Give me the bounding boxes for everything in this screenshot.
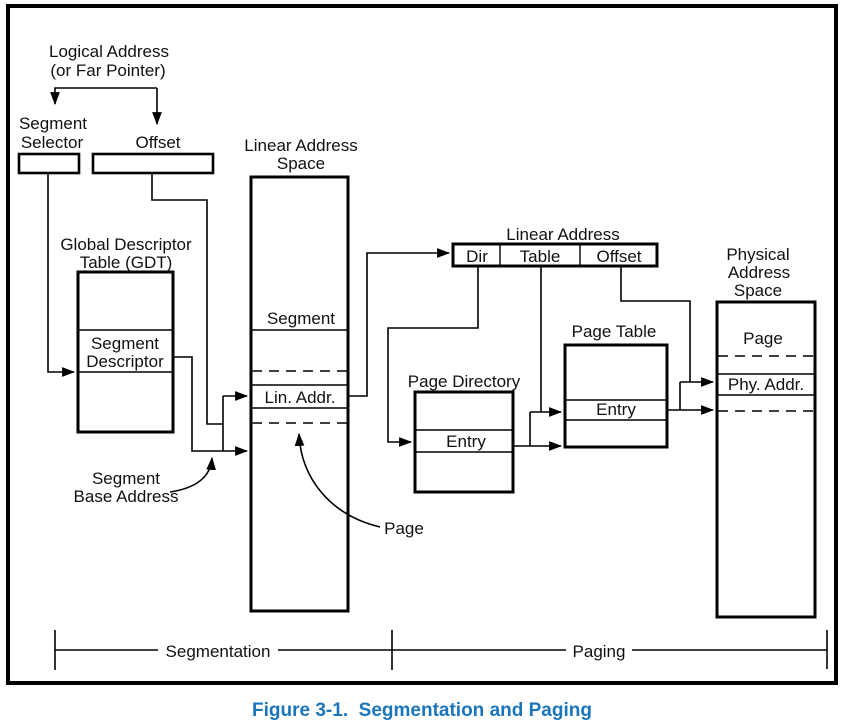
figure-caption: Figure 3-1. Segmentation and Paging xyxy=(252,700,592,721)
page-table-box xyxy=(563,343,669,449)
gdt-box xyxy=(76,270,175,434)
segment-base-address-label-line1: Segment xyxy=(92,469,160,488)
logical-address-label-line2: (or Far Pointer) xyxy=(50,61,165,80)
gdt-title-line2: Table (GDT) xyxy=(80,253,173,272)
segment-selector-box xyxy=(17,152,81,175)
segment-base-address-callout-arrow xyxy=(169,456,217,493)
segment-region-label: Segment xyxy=(267,309,335,328)
linear-address-space-box xyxy=(249,175,350,613)
gdt-title-line1: Global Descriptor xyxy=(60,235,192,254)
paging-brace xyxy=(391,630,828,670)
segment-descriptor-label-line2: Descriptor xyxy=(86,352,164,371)
page-callout-arrow xyxy=(294,432,381,528)
page-directory-box xyxy=(413,390,515,494)
segment-selector-label-line1: Segment xyxy=(19,114,87,133)
page-table-title: Page Table xyxy=(572,322,657,341)
phys-page-label: Page xyxy=(743,329,783,348)
dir-to-page-directory-arrow xyxy=(387,266,479,447)
segment-base-address-label-line2: Base Address xyxy=(74,487,179,506)
lin-addr-to-linear-address-arrow xyxy=(348,248,451,397)
linear-address-box xyxy=(451,242,659,268)
arrow-to-segment-selector xyxy=(50,87,157,106)
page-table-entry-label: Entry xyxy=(596,400,636,419)
segment-selector-label-line2: Selector xyxy=(21,133,84,152)
segmentation-brace xyxy=(54,630,392,670)
logical-address-connector xyxy=(50,87,162,126)
page-directory-entry-label: Entry xyxy=(446,432,486,451)
dir-field-label: Dir xyxy=(466,247,488,266)
offset-label: Offset xyxy=(135,133,180,152)
physical-address-space-title-line1: Physical xyxy=(726,245,789,264)
segmentation-brace-label: Segmentation xyxy=(166,642,271,661)
linear-address-space-title-line2: Space xyxy=(277,154,325,173)
offset-box xyxy=(91,152,215,175)
physical-address-space-title-line3: Space xyxy=(734,281,782,300)
offset-field-descent-line xyxy=(620,266,691,382)
segment-descriptor-label-line1: Segment xyxy=(91,334,159,353)
page-annotation-label: Page xyxy=(384,519,424,538)
phy-addr-label: Phy. Addr. xyxy=(728,375,804,394)
figure-border xyxy=(6,4,838,685)
segment-descriptor-to-base-arrow xyxy=(173,356,249,456)
offset-field-label: Offset xyxy=(596,247,641,266)
segment-selector-to-gdt-arrow xyxy=(47,173,76,377)
linear-address-space-title-line1: Linear Address xyxy=(244,136,357,155)
logical-address-label-line1: Logical Address xyxy=(49,42,169,61)
table-field-label: Table xyxy=(520,247,561,266)
page-directory-title: Page Directory xyxy=(408,372,521,391)
paging-brace-label: Paging xyxy=(573,642,626,661)
linear-address-title: Linear Address xyxy=(506,225,619,244)
offset-descent-line xyxy=(151,173,223,425)
lin-addr-label: Lin. Addr. xyxy=(265,388,336,407)
physical-address-space-title-line2: Address xyxy=(728,263,790,282)
physical-address-space-box xyxy=(715,300,817,619)
